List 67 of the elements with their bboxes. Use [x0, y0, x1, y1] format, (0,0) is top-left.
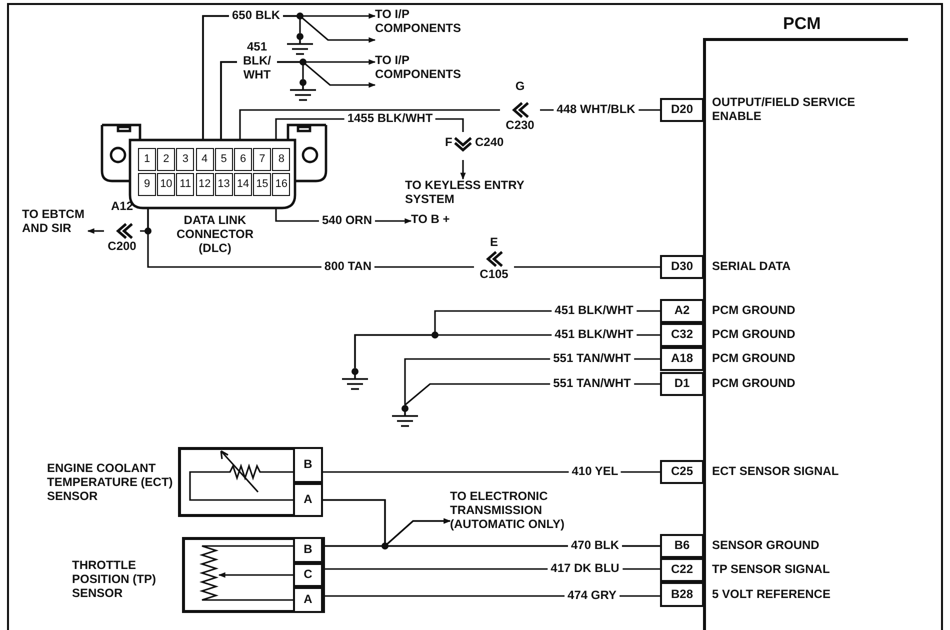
sensor-terminal: A: [293, 483, 323, 517]
destination-label: TO I/P COMPONENTS: [375, 54, 485, 88]
pin-cavity: 6: [234, 148, 252, 171]
connector-number: C200: [106, 240, 138, 254]
pin-terminal: C25: [660, 460, 704, 484]
sensor-terminal: A: [293, 587, 323, 613]
destination-label: TO I/P COMPONENTS: [375, 8, 485, 42]
sensor-name: THROTTLE POSITION (TP) SENSOR: [72, 559, 157, 600]
sensor-name: ENGINE COOLANT TEMPERATURE (ECT) SENSOR: [47, 462, 174, 504]
sensor-terminal: C: [293, 563, 323, 587]
connector-cavity-letter: F: [445, 136, 452, 150]
pin-function-label: PCM GROUND: [712, 304, 796, 318]
connector-number: C230: [504, 119, 536, 133]
pin-cavity: 13: [214, 173, 233, 196]
pin-function-label: PCM GROUND: [712, 377, 796, 391]
arrow: [218, 572, 293, 578]
connector-number: C240: [475, 136, 504, 150]
pin-terminal: C22: [660, 558, 704, 582]
pin-cavity: 9: [138, 173, 156, 196]
connector-cavity-letter: A12: [110, 200, 134, 214]
pin-cavity: 7: [253, 148, 272, 171]
pin-terminal: B28: [660, 582, 704, 607]
sensor-terminal: B: [293, 447, 323, 483]
wire: [239, 109, 500, 140]
arrow: [460, 160, 466, 180]
pin-terminal: C32: [660, 323, 704, 347]
pin-function-label: PCM GROUND: [712, 352, 796, 366]
pin-terminal: A2: [660, 299, 704, 323]
pin-terminal: D1: [660, 372, 704, 396]
pin-cavity: 14: [234, 173, 252, 196]
pin-cavity: 15: [253, 173, 272, 196]
module-title: PCM: [783, 14, 821, 34]
pin-cavity: 11: [176, 173, 194, 196]
pin-cavity: 10: [157, 173, 176, 196]
pin-cavity: 3: [176, 148, 194, 171]
pin-cavity: 1: [138, 148, 156, 171]
destination-label: TO KEYLESS ENTRY SYSTEM: [405, 179, 527, 211]
connector-cavity-letter: G: [514, 80, 526, 94]
sensor-terminal: B: [293, 537, 323, 563]
pin-function-label: SENSOR GROUND: [712, 539, 820, 553]
destination-label: TO EBTCM AND SIR: [22, 208, 88, 256]
connector-number: C105: [478, 268, 510, 282]
pin-cavity: 4: [196, 148, 214, 171]
pin-cavity: 16: [272, 173, 290, 196]
pin-function-label: PCM GROUND: [712, 328, 796, 342]
pin-function-label: ECT SENSOR SIGNAL: [712, 465, 840, 479]
pin-cavity: 8: [272, 148, 290, 171]
destination-label: TO ELECTRONIC TRANSMISSION (AUTOMATIC ONLY): [450, 490, 590, 536]
pin-function-label: SERIAL DATA: [712, 260, 792, 274]
pin-function-label: 5 VOLT REFERENCE: [712, 588, 832, 602]
pin-terminal: A18: [660, 347, 704, 371]
pin-function-label: OUTPUT/FIELD SERVICE ENABLE: [712, 96, 856, 124]
wire: [189, 463, 293, 501]
pin-cavity: 12: [196, 173, 214, 196]
pin-cavity: 2: [157, 148, 176, 171]
arrow: [323, 518, 451, 547]
pin-terminal: B6: [660, 534, 704, 558]
pin-cavity: 5: [214, 148, 233, 171]
pin-terminal: D30: [660, 255, 704, 279]
wire: [514, 266, 660, 268]
arrow: [87, 228, 104, 234]
destination-label: TO B +: [411, 213, 463, 231]
connector-name: DATA LINK CONNECTOR (DLC): [175, 214, 255, 256]
connector-cavity-letter: E: [488, 236, 499, 250]
pin-terminal: D20: [660, 98, 704, 122]
pin-function-label: TP SENSOR SIGNAL: [712, 563, 831, 577]
wire: [199, 545, 293, 601]
